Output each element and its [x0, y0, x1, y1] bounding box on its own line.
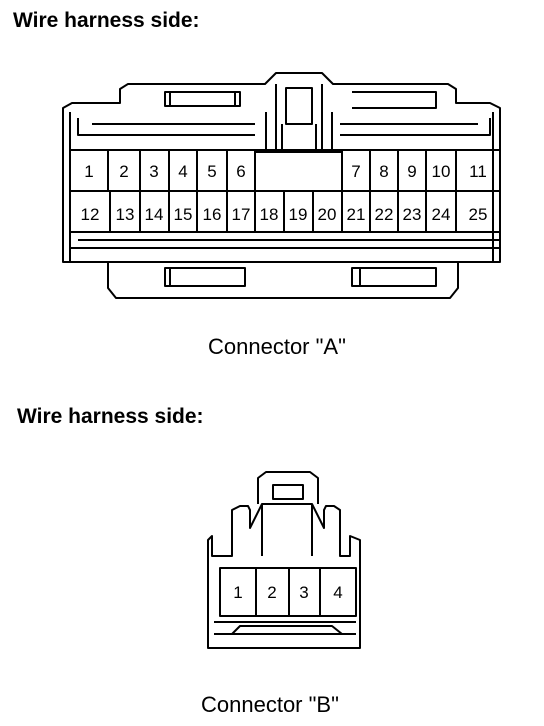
connector-a-caption: Connector "A" [208, 334, 346, 359]
pin-label: 4 [178, 162, 187, 181]
pin-label: 17 [232, 205, 251, 224]
connector-a-drawing [62, 72, 501, 299]
connector-b-lock [257, 471, 319, 504]
pin-label: 6 [236, 162, 245, 181]
connector-b-body [207, 503, 361, 649]
pin-label: 3 [299, 583, 308, 602]
pin-label: 25 [469, 205, 488, 224]
pin-label: 7 [351, 162, 360, 181]
connector-a-lock [265, 84, 333, 151]
pin-label: 24 [432, 205, 451, 224]
pin-label: 19 [289, 205, 308, 224]
connector-a-skirt [107, 262, 459, 299]
pin-label: 18 [260, 205, 279, 224]
pin-label: 20 [318, 205, 337, 224]
pin-label: 2 [267, 583, 276, 602]
pin-label: 23 [403, 205, 422, 224]
pin-label: 1 [233, 583, 242, 602]
pin-label: 15 [174, 205, 193, 224]
pin-label: 9 [407, 162, 416, 181]
connector-a-top-tab-left [164, 91, 241, 107]
pin-label: 4 [333, 583, 342, 602]
pin-label: 11 [469, 162, 487, 181]
pin-label: 21 [347, 205, 366, 224]
pin-label: 16 [203, 205, 222, 224]
connector-a-pins-bottom: 12 13 14 15 16 17 18 19 20 21 22 23 24 25 [81, 205, 488, 224]
connector-b-pins: 1 2 3 4 [233, 583, 342, 602]
pin-label: 8 [379, 162, 388, 181]
pin-label: 12 [81, 205, 100, 224]
pin-label: 10 [432, 162, 451, 181]
pin-label: 1 [84, 162, 93, 181]
pin-label: 5 [207, 162, 216, 181]
connector-a-heading: Wire harness side: [13, 9, 200, 32]
pin-label: 2 [119, 162, 128, 181]
connector-b-heading: Wire harness side: [17, 405, 204, 428]
connector-a-rail-left [77, 118, 255, 136]
pin-label: 22 [375, 205, 394, 224]
connector-b-caption: Connector "B" [201, 692, 339, 717]
connector-a-top-tab-right [352, 91, 437, 109]
pin-label: 13 [116, 205, 135, 224]
connector-b-drawing [207, 471, 361, 649]
pin-label: 14 [145, 205, 164, 224]
pin-label: 3 [149, 162, 158, 181]
